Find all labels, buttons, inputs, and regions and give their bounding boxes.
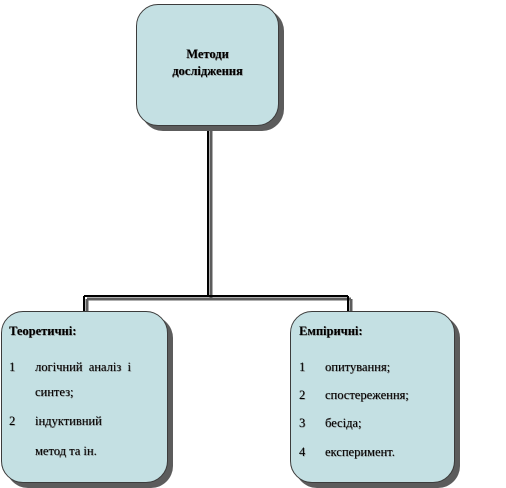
- theoretical-item-2-line-2: метод та ін.: [35, 444, 97, 458]
- empirical-item-3-text: бесіда;: [325, 416, 362, 430]
- empirical-item-2-text: спостереження;: [325, 388, 409, 402]
- node-empirical: Емпіричні: 1 опитування; 2 спостереження…: [290, 311, 455, 483]
- root-node-research-methods: Методи дослідження: [136, 4, 279, 126]
- theoretical-item-1-line-2: синтез;: [35, 385, 74, 399]
- theoretical-heading: Теоретичні:: [9, 324, 77, 338]
- empirical-heading: Емпіричні:: [299, 324, 363, 338]
- empirical-item-4-number: 4: [299, 445, 306, 459]
- theoretical-item-1-line-1: логічний аналіз і: [35, 360, 131, 374]
- empirical-item-1-number: 1: [299, 360, 306, 374]
- theoretical-item-1-number: 1: [9, 360, 16, 374]
- empirical-item-3-number: 3: [299, 416, 306, 430]
- root-node-title: Методи дослідження: [172, 46, 243, 80]
- root-title-line-2: дослідження: [172, 64, 243, 78]
- theoretical-item-2-number: 2: [9, 414, 16, 428]
- empirical-item-1-text: опитування;: [325, 360, 391, 374]
- empirical-item-4-text: експеримент.: [325, 445, 395, 459]
- root-title-line-1: Методи: [186, 47, 229, 61]
- node-theoretical: Теоретичні: 1 логічний аналіз і синтез; …: [1, 311, 168, 483]
- empirical-item-2-number: 2: [299, 388, 306, 402]
- theoretical-item-2-line-1: індуктивний: [35, 414, 102, 428]
